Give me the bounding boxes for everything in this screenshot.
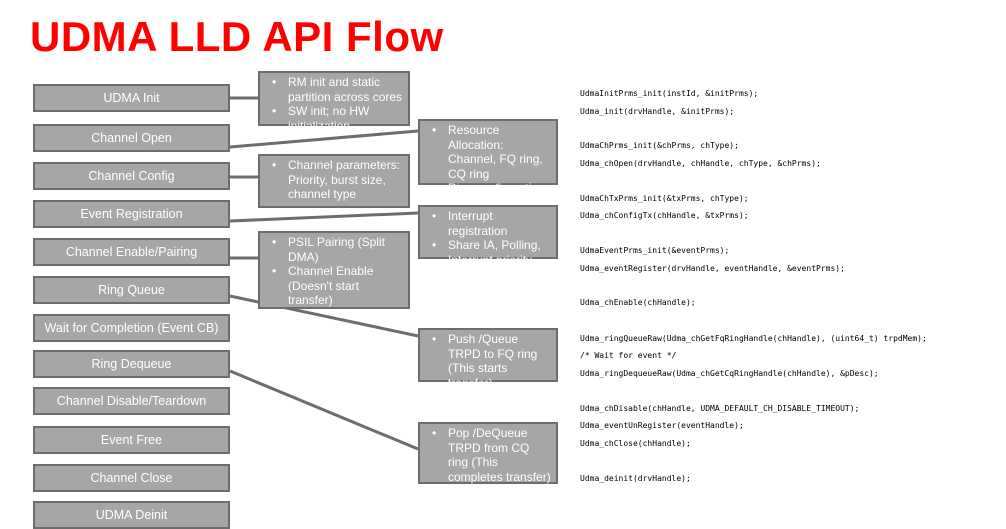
note-bullet: Channel parameters: Priority, burst size… — [272, 158, 404, 202]
note-bullet: SW init; no HW initialization — [272, 104, 404, 133]
code-line: UdmaChPrms_init(&chPrms, chType); — [580, 141, 739, 150]
note-ring-queue: Push /Queue TRPD to FQ ring (This starts… — [418, 328, 558, 390]
connector-event-registration — [229, 211, 419, 223]
note-channel-enable-pairing: PSIL Pairing (Split DMA) Channel Enable … — [258, 231, 410, 309]
note-channel-config: Channel parameters: Priority, burst size… — [258, 154, 410, 208]
code-line: UdmaInitPrms_init(instId, &initPrms); — [580, 89, 759, 98]
step-udma-deinit: UDMA Deinit — [33, 501, 230, 529]
code-line: Udma_init(drvHandle, &initPrms); — [580, 107, 735, 116]
code-line: Udma_chClose(chHandle); — [580, 439, 691, 448]
note-bullet: Pop /DeQueue TRPD from CQ ring (This com… — [432, 426, 552, 484]
step-channel-close: Channel Close — [33, 464, 230, 492]
code-line: Udma_deinit(drvHandle); — [580, 474, 691, 483]
code-line: UdmaChTxPrms_init(&txPrms, chType); — [580, 194, 749, 203]
note-bullet: Channel Enable (Doesn't start transfer) — [272, 264, 404, 308]
note-bullet: Resource Allocation: Channel, FQ ring, C… — [432, 123, 552, 181]
note-event-registration: Interrupt registration Share IA, Polling… — [418, 205, 558, 267]
connector-channel-open — [229, 129, 419, 149]
code-line: Udma_eventRegister(drvHandle, eventHandl… — [580, 264, 845, 273]
step-event-free: Event Free — [33, 426, 230, 454]
code-line: /* Wait for event */ — [580, 351, 677, 360]
code-line: Udma_chEnable(chHandle); — [580, 298, 696, 307]
note-bullet: Push /Queue TRPD to FQ ring (This starts… — [432, 332, 552, 390]
note-ring-dequeue: Pop /DeQueue TRPD from CQ ring (This com… — [418, 422, 558, 484]
note-bullet: Share IA, Polling, Interrupt priority — [432, 238, 552, 267]
note-udma-init: RM init and static partition across core… — [258, 71, 410, 133]
step-channel-disable-teardown: Channel Disable/Teardown — [33, 387, 230, 415]
note-bullet: PSIL Pairing (Split DMA) — [272, 235, 404, 264]
code-line: UdmaEventPrms_init(&eventPrms); — [580, 246, 730, 255]
code-line: Udma_chDisable(chHandle, UDMA_DEFAULT_CH… — [580, 404, 860, 413]
page-title: UDMA LLD API Flow — [30, 13, 444, 60]
connector-ring-dequeue — [229, 369, 419, 451]
step-wait-for-completion: Wait for Completion (Event CB) — [33, 314, 230, 342]
code-line: Udma_chConfigTx(chHandle, &txPrms); — [580, 211, 749, 220]
note-bullet: Ring configuration — [432, 181, 552, 196]
step-channel-open: Channel Open — [33, 124, 230, 152]
code-line: Udma_ringQueueRaw(Udma_chGetFqRingHandle… — [580, 334, 927, 343]
note-bullet: Interrupt registration — [432, 209, 552, 238]
step-channel-enable-pairing: Channel Enable/Pairing — [33, 238, 230, 266]
code-line: Udma_chOpen(drvHandle, chHandle, chType,… — [580, 159, 821, 168]
note-channel-open: Resource Allocation: Channel, FQ ring, C… — [418, 119, 558, 195]
step-event-registration: Event Registration — [33, 200, 230, 228]
code-line: Udma_ringDequeueRaw(Udma_chGetCqRingHand… — [580, 369, 879, 378]
step-udma-init: UDMA Init — [33, 84, 230, 112]
step-channel-config: Channel Config — [33, 162, 230, 190]
step-ring-dequeue: Ring Dequeue — [33, 350, 230, 378]
note-bullet: RM init and static partition across core… — [272, 75, 404, 104]
step-ring-queue: Ring Queue — [33, 276, 230, 304]
code-line: Udma_eventUnRegister(eventHandle); — [580, 421, 744, 430]
